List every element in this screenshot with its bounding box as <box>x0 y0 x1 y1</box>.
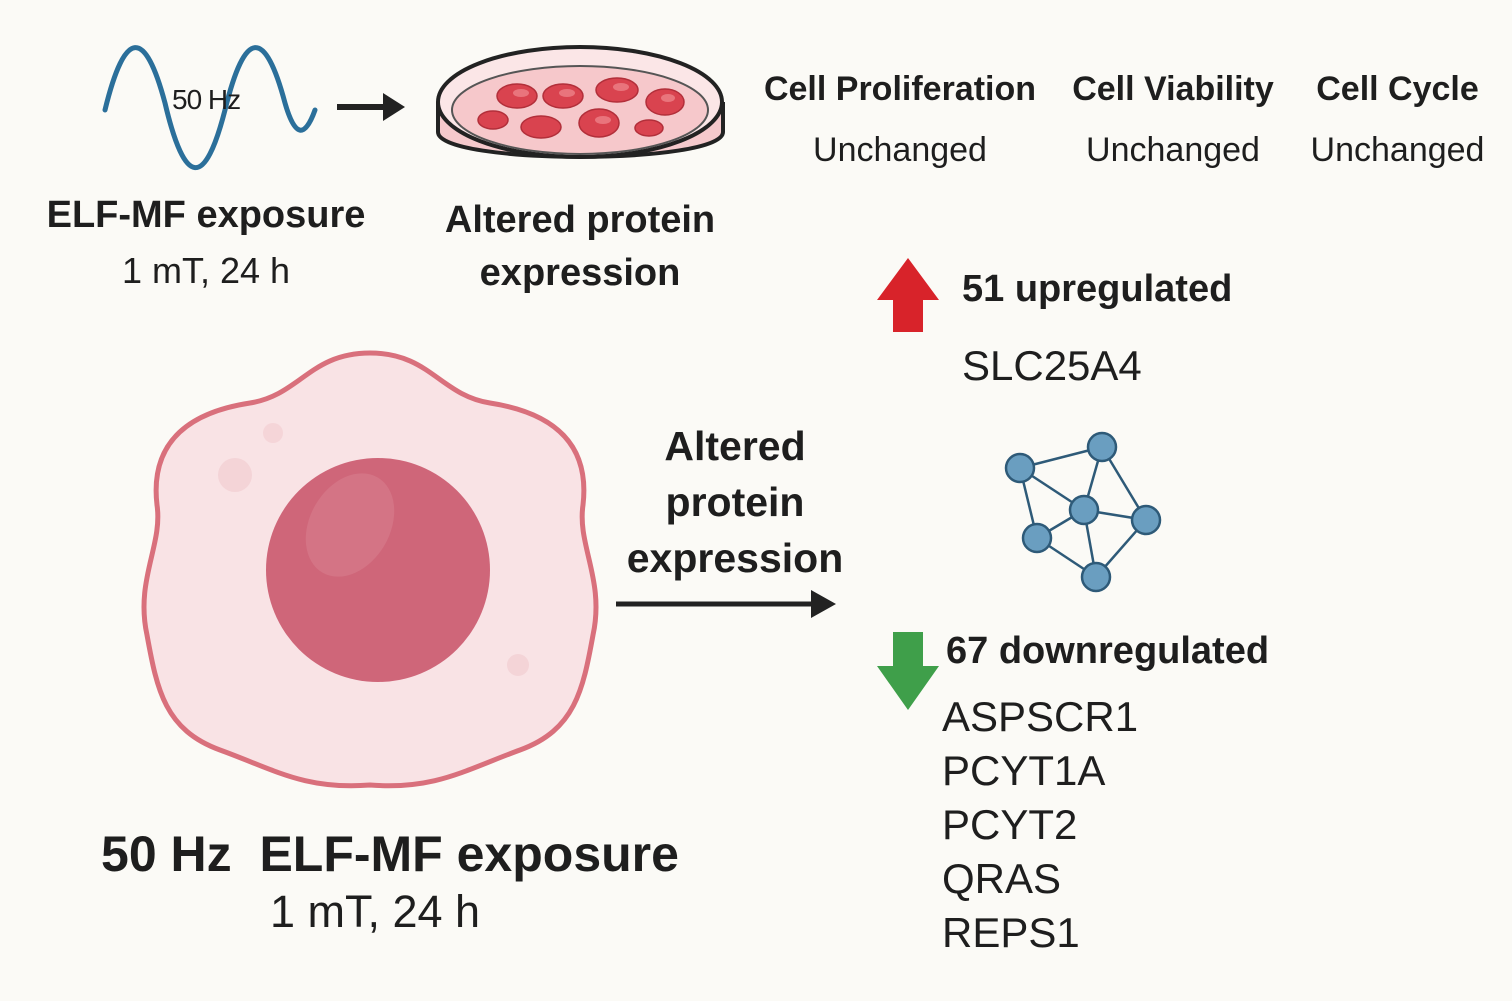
wave-frequency-label: 50 Hz <box>172 84 241 115</box>
middle-altered-line2: protein <box>665 479 805 525</box>
top-exposure-subtitle: 1 mT, 24 h <box>121 250 291 291</box>
bottom-exposure-title: 50 Hz ELF-MF exposure <box>101 826 679 882</box>
metric-cell-cycle: Cell Cycle Unchanged <box>1300 70 1495 170</box>
middle-altered-line3: expression <box>626 535 844 581</box>
downregulated-gene: REPS1 <box>942 909 1080 956</box>
metric-title: Cell Viability <box>1072 70 1274 108</box>
down-arrow-icon <box>877 632 939 710</box>
top-altered-line2: expression <box>479 252 681 294</box>
cell-icon <box>141 350 599 789</box>
metric-cell-viability: Cell Viability Unchanged <box>1062 70 1284 170</box>
metric-title: Cell Cycle <box>1316 70 1479 108</box>
downregulated-gene: PCYT2 <box>942 801 1078 848</box>
up-arrow-icon <box>877 258 939 332</box>
top-exposure-title: ELF-MF exposure <box>46 194 366 236</box>
petri-dish-icon <box>436 45 725 159</box>
top-altered-expression-label: Altered protein expression <box>420 194 740 300</box>
top-altered-line1: Altered protein <box>444 199 716 241</box>
middle-altered-line1: Altered <box>664 423 806 469</box>
protein-network-icon <box>1004 431 1162 593</box>
downregulated-count: 67 downregulated <box>946 630 1270 672</box>
upregulated-gene: SLC25A4 <box>962 342 1142 389</box>
bottom-exposure-subtitle: 1 mT, 24 h <box>269 886 481 937</box>
downregulated-gene: PCYT1A <box>942 747 1106 794</box>
metric-cell-proliferation: Cell Proliferation Unchanged <box>755 70 1045 170</box>
upregulated-count: 51 upregulated <box>962 268 1233 310</box>
downregulated-gene: ASPSCR1 <box>942 693 1139 740</box>
arrow-right-icon <box>337 93 405 121</box>
sine-wave-icon <box>102 45 318 171</box>
downregulated-gene: QRAS <box>942 855 1062 902</box>
metric-title: Cell Proliferation <box>763 70 1037 108</box>
arrow-right-icon <box>616 590 836 618</box>
metric-value: Unchanged <box>1310 131 1485 169</box>
metric-value: Unchanged <box>813 131 987 169</box>
metric-value: Unchanged <box>1086 131 1260 169</box>
middle-altered-expression-label: Altered protein expression <box>610 418 860 586</box>
downregulated-gene-list: ASPSCR1 PCYT1A PCYT2 QRAS REPS1 <box>942 690 1138 960</box>
